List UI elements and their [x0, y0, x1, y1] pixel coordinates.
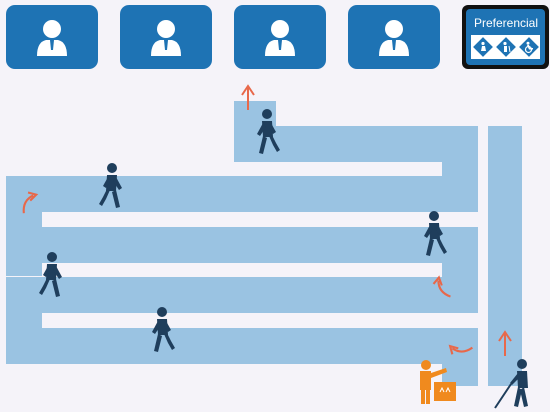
service-counter — [234, 5, 326, 69]
pregnant-icon — [473, 37, 493, 57]
service-counter — [120, 5, 212, 69]
arrow-up-icon — [498, 330, 512, 356]
elderly-icon — [496, 37, 516, 57]
preferential-counter — [462, 5, 549, 69]
service-counters — [6, 5, 440, 69]
service-counter — [6, 5, 98, 69]
staff-with-box-icon — [420, 360, 456, 404]
preferential-label: Preferencial — [473, 16, 539, 30]
service-counter — [348, 5, 440, 69]
arrow-up-icon — [241, 84, 255, 110]
blind-person-with-cane-icon — [494, 359, 528, 409]
queue-lanes — [6, 101, 522, 386]
flow-arrows — [17, 84, 512, 363]
